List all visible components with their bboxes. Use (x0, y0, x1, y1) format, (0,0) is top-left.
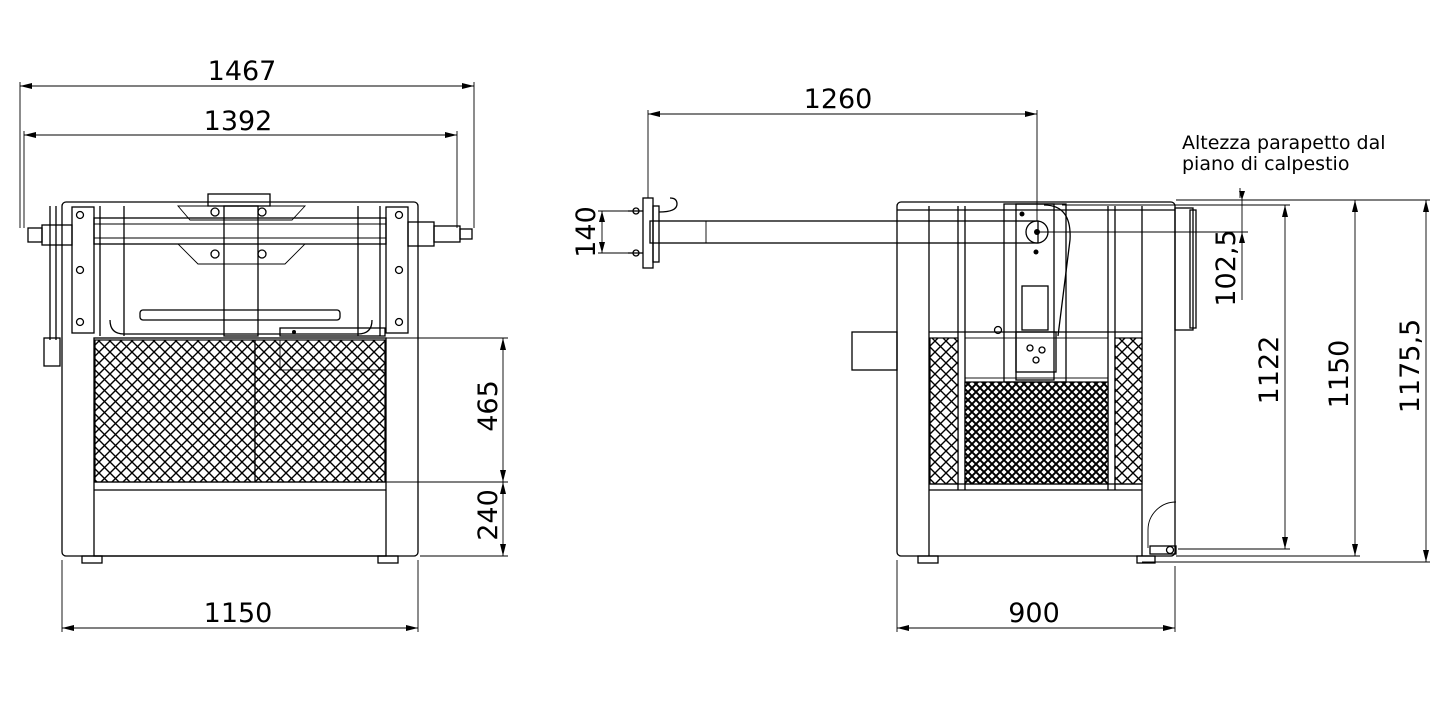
side-view (628, 197, 1197, 564)
front-view (27, 193, 473, 564)
side-mesh-right (1114, 337, 1143, 485)
side-dimensions: 1260 140 102,5 1122 1150 1175,5 (571, 84, 1430, 632)
front-bolts (75, 207, 404, 327)
dim-1150-base: 1150 (204, 598, 273, 629)
dim-1175-5: 1175,5 (1395, 319, 1426, 413)
dim-1260: 1260 (804, 84, 873, 115)
dim-140: 140 (571, 206, 602, 258)
dim-1467: 1467 (208, 56, 277, 87)
front-dimensions: 1467 1392 1150 465 240 (19, 56, 508, 632)
dim-465: 465 (473, 380, 504, 432)
dim-900: 900 (1008, 598, 1060, 629)
bracket-bolts (628, 207, 643, 257)
dim-240: 240 (473, 489, 504, 541)
dim-1150-side: 1150 (1324, 340, 1355, 409)
side-mesh-center (964, 381, 1109, 485)
note-line2: piano di calpestio (1182, 153, 1349, 175)
dim-102-5: 102,5 (1211, 229, 1242, 306)
side-mesh-left (929, 337, 959, 485)
note-line1: Altezza parapetto dal (1182, 132, 1386, 154)
dim-1392: 1392 (204, 106, 273, 137)
dim-1122: 1122 (1254, 336, 1285, 405)
front-mesh-panel (94, 339, 386, 483)
